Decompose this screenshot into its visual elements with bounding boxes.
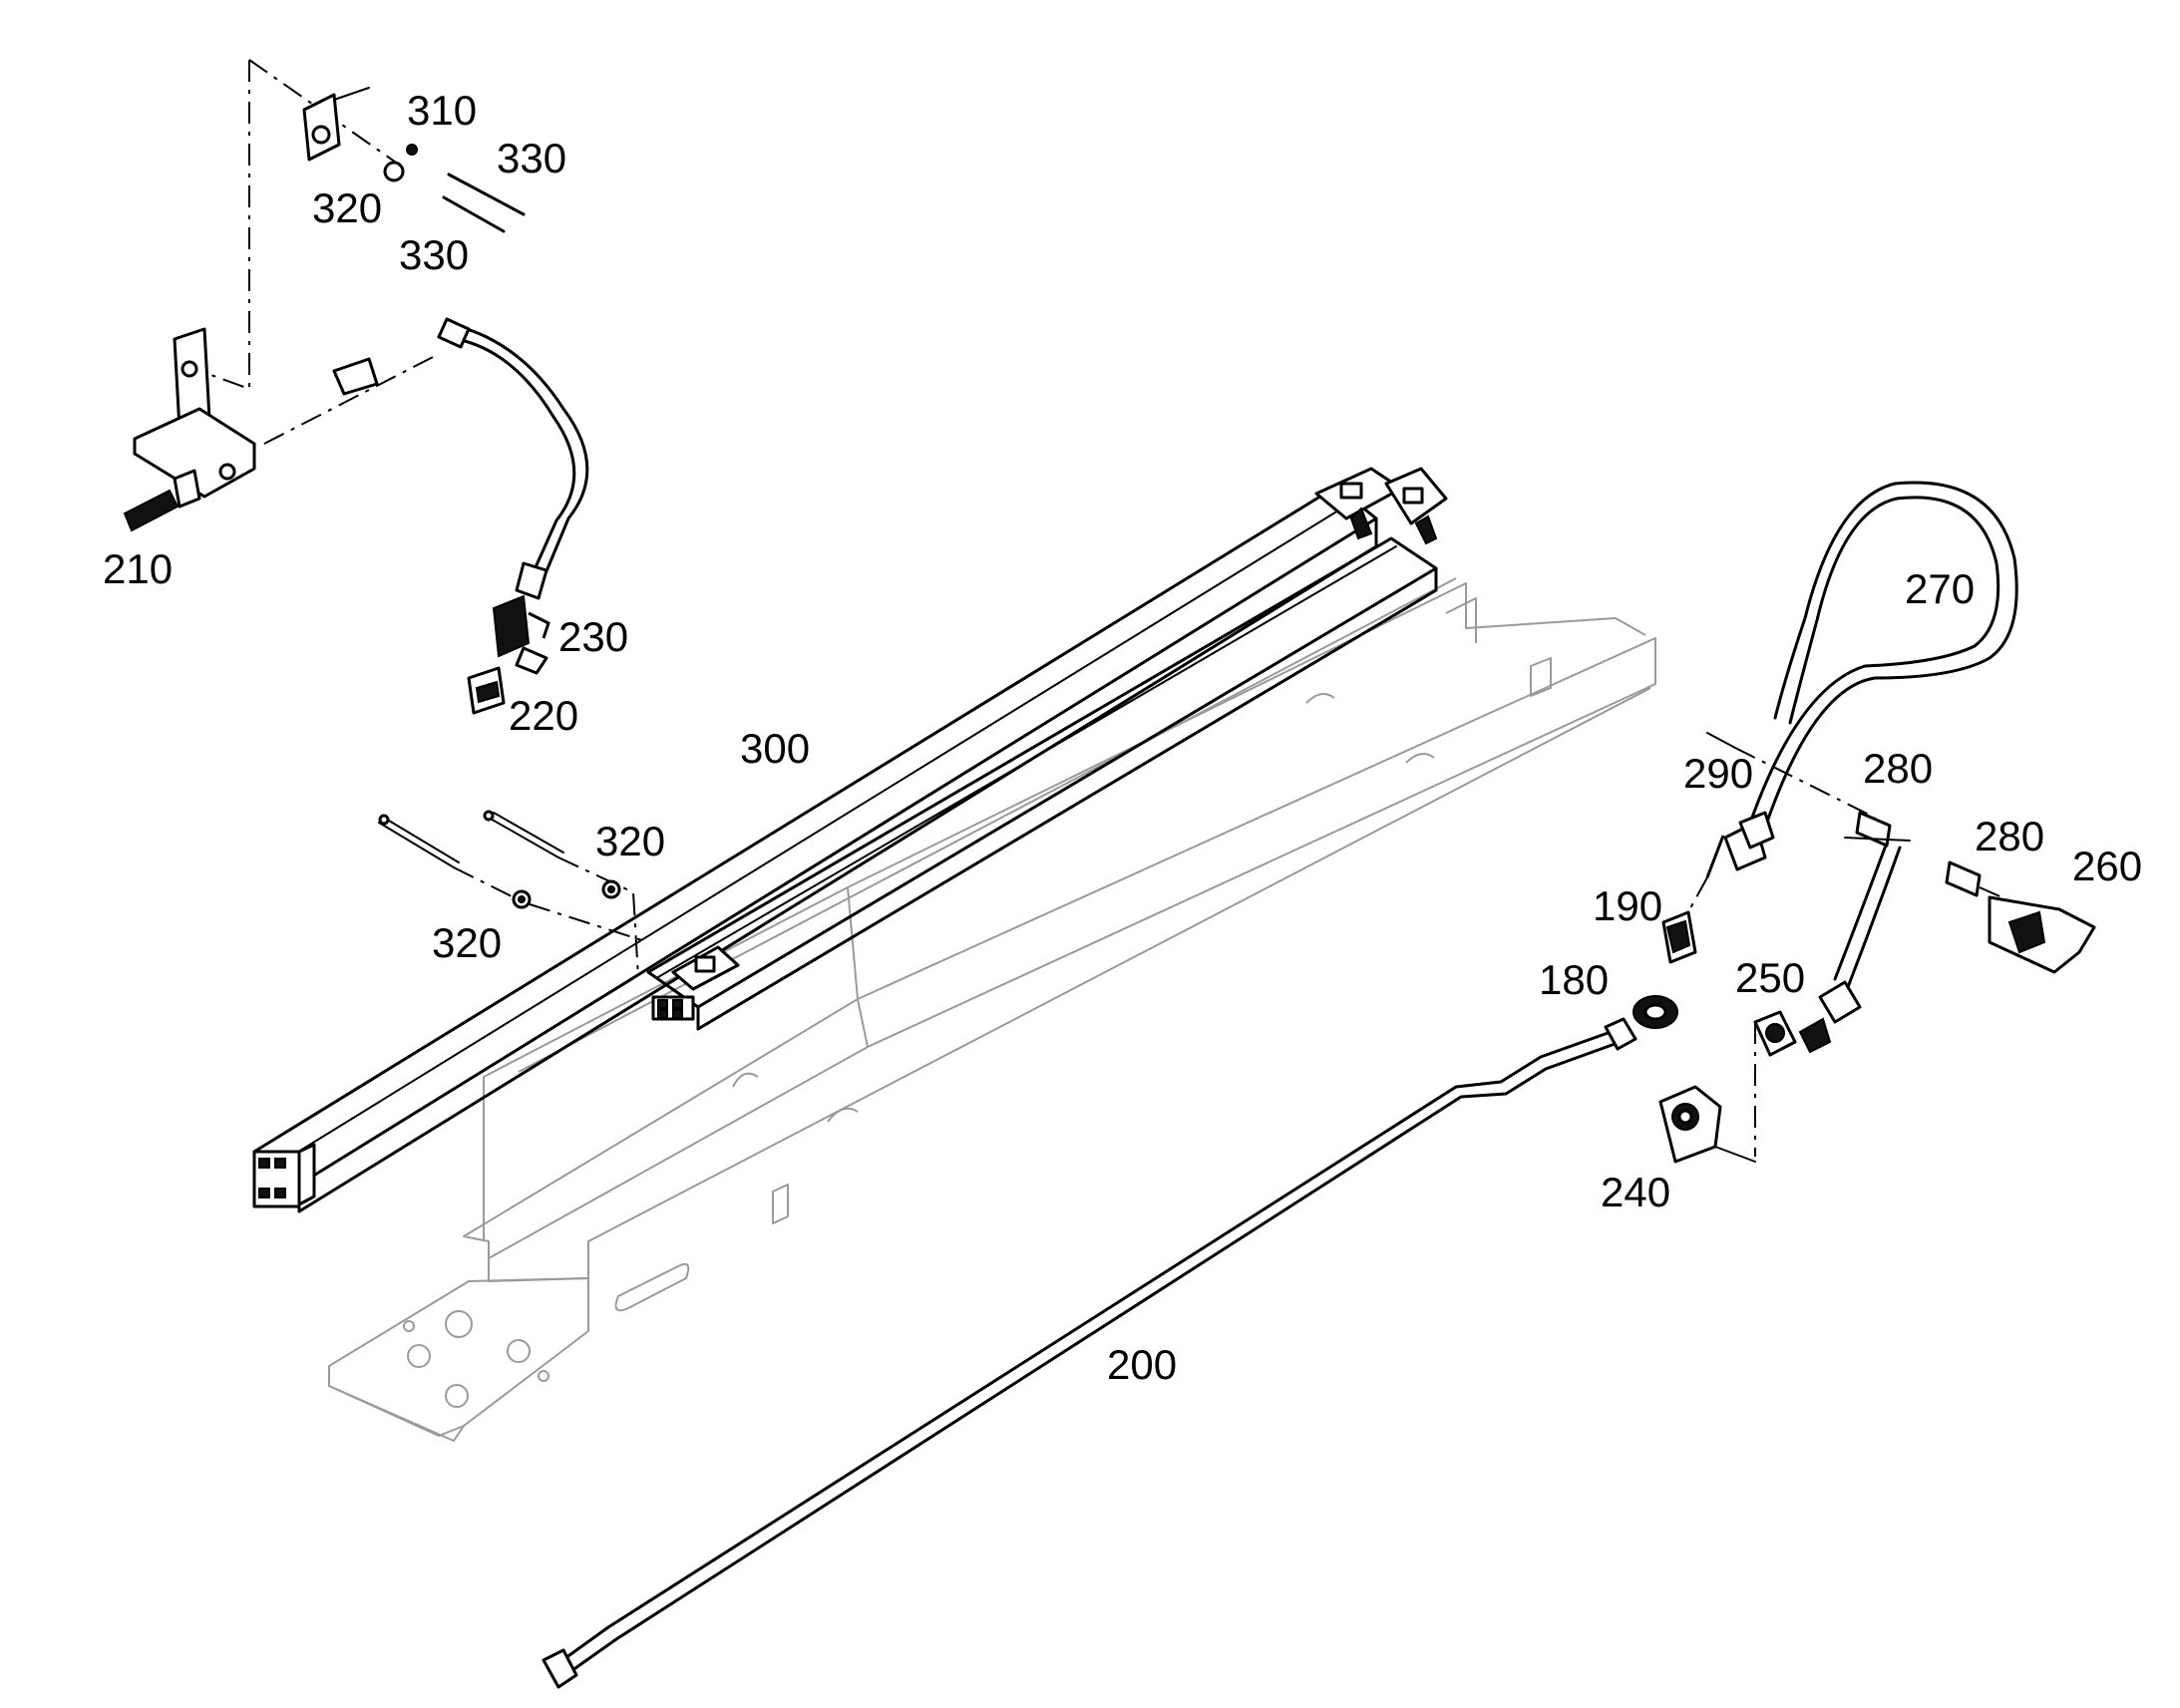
cooler-assembly-300: [252, 467, 1448, 1213]
callout-290: 290: [1683, 750, 1754, 797]
callout-190: 190: [1593, 882, 1663, 929]
callout-210: 210: [103, 545, 174, 592]
callout-230: 230: [558, 613, 629, 660]
callout-180: 180: [1539, 956, 1610, 1003]
callout-220: 220: [509, 692, 579, 739]
callout-240: 240: [1601, 1169, 1671, 1215]
callout-300: 300: [740, 725, 811, 772]
leader-lines: [1844, 837, 1911, 842]
bolts-320-lower: [378, 810, 649, 978]
callout-200: 200: [1107, 1341, 1178, 1388]
callout-260: 260: [2072, 843, 2143, 889]
tube-200: [542, 1017, 1637, 1689]
callout-270: 270: [1905, 565, 1976, 612]
callout-280-upper: 280: [1863, 745, 1934, 792]
callout-330-lower: 330: [399, 231, 470, 278]
callout-280-lower: 280: [1975, 813, 2045, 859]
bracket-assembly-upper-left: [123, 59, 526, 532]
callout-320-lower: 320: [432, 919, 503, 966]
callout-330-upper: 330: [497, 135, 567, 181]
callout-320-middle: 320: [595, 818, 666, 864]
callout-320-upper: 320: [312, 184, 383, 231]
callout-250: 250: [1735, 954, 1806, 1001]
hose-upper-220-230: [437, 317, 589, 715]
callout-310: 310: [407, 87, 478, 134]
hose-assembly-270: [1633, 481, 2096, 1164]
